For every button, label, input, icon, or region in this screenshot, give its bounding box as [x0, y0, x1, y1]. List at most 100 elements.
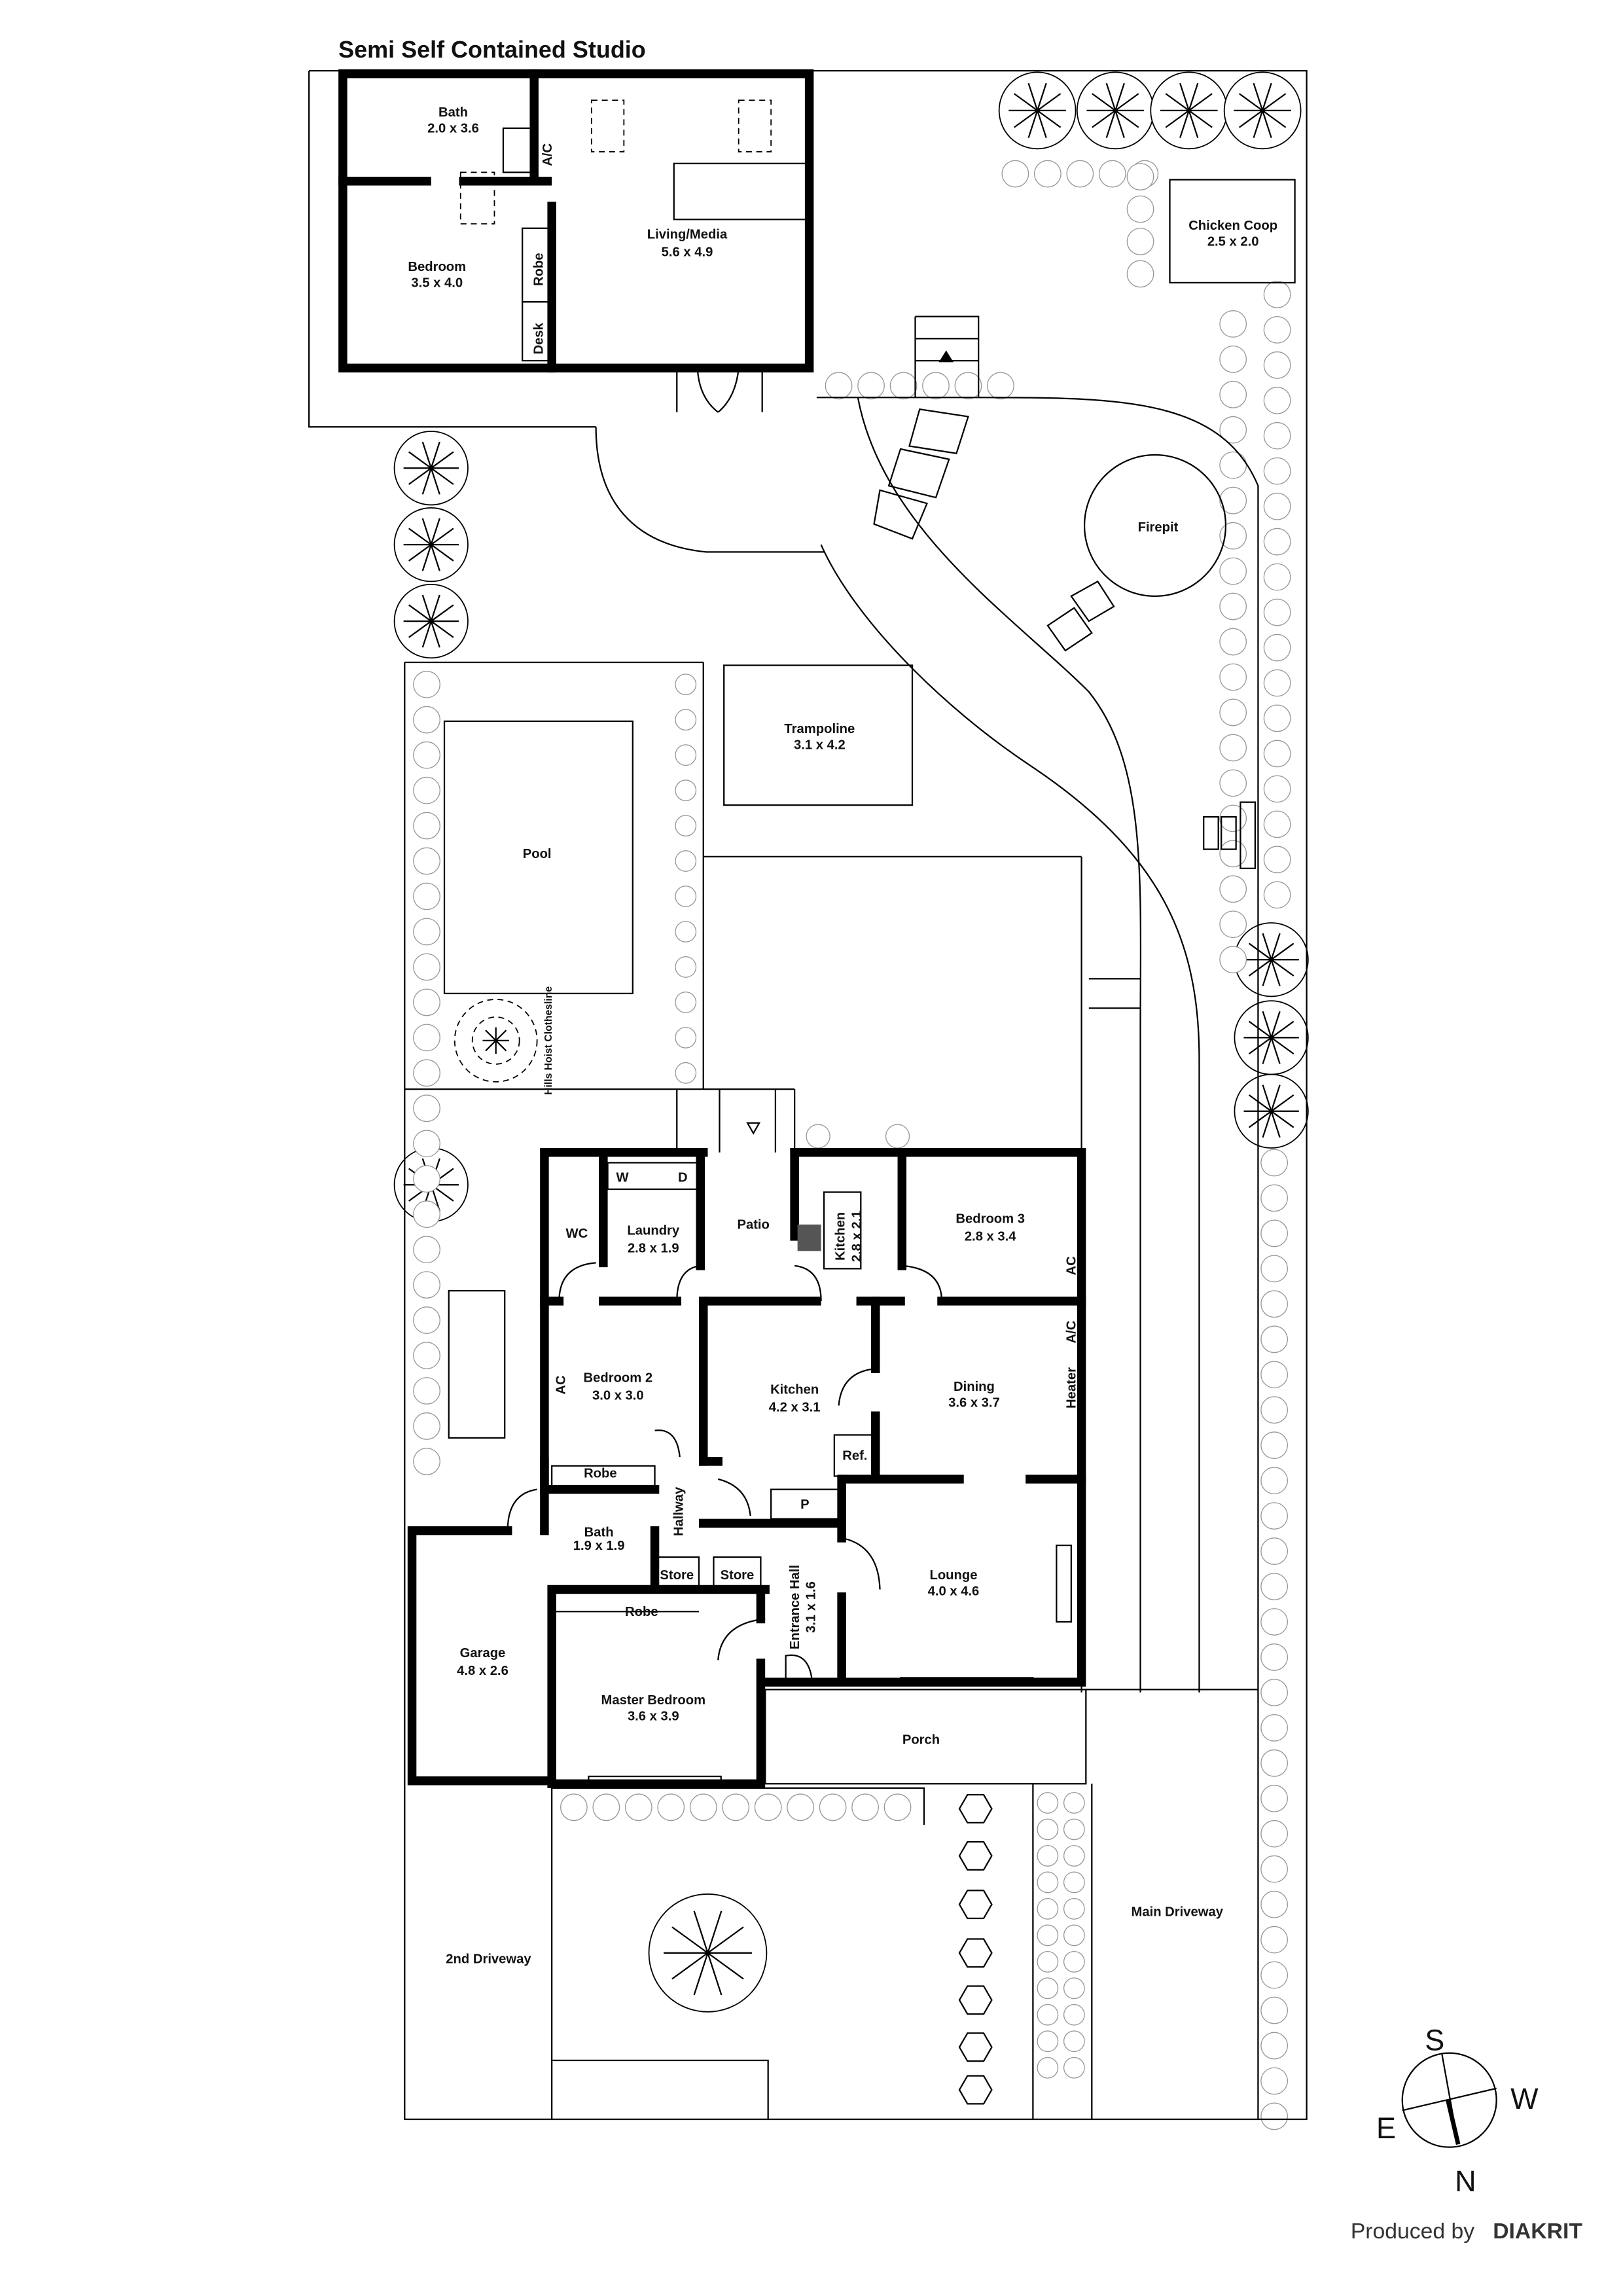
shrub-icon — [1263, 492, 1291, 520]
shrub-icon — [1219, 910, 1247, 939]
shrub-icon — [413, 812, 440, 840]
room-name: Entrance Hall — [788, 1565, 802, 1649]
ac-label: AC — [1065, 1256, 1079, 1276]
shrub-icon — [806, 1124, 830, 1149]
shrub-icon — [689, 1793, 717, 1821]
shrub-icon — [819, 1793, 847, 1821]
shrub-icon — [1219, 451, 1247, 479]
room-name: Dining — [954, 1380, 995, 1394]
shrub-icon — [1260, 1467, 1289, 1495]
shrub-icon — [1260, 1643, 1289, 1671]
shrub-icon — [1063, 2030, 1085, 2053]
shrub-icon — [1263, 775, 1291, 803]
shrub-icon — [857, 372, 885, 400]
porch-label: Porch — [902, 1733, 940, 1748]
shrub-icon — [1037, 2056, 1059, 2079]
room-name: Bath — [584, 1526, 614, 1540]
hexagon-paver — [958, 2075, 993, 2105]
clothesline — [454, 999, 538, 1083]
shrub-icon — [413, 1271, 440, 1299]
room-dims: 3.1 x 4.2 — [794, 738, 846, 753]
shrub-icon — [1263, 386, 1291, 414]
shrub-icon — [1263, 740, 1291, 768]
shrub-icon — [1037, 1845, 1059, 1867]
shrub-icon — [885, 1124, 910, 1149]
store-label: Store — [721, 1568, 755, 1583]
credit-prefix: Produced by — [1351, 2219, 1474, 2244]
shrub-icon — [1001, 160, 1029, 188]
shrub-icon — [413, 1130, 440, 1158]
pool — [443, 720, 633, 995]
shrub-icon — [1219, 769, 1247, 797]
shrub-icon — [1126, 260, 1154, 288]
room-dims: 3.5 x 4.0 — [411, 276, 463, 291]
tree-branches — [1086, 82, 1145, 138]
shrub-icon — [413, 706, 440, 734]
shrub-icon — [1098, 160, 1126, 188]
tree-icon — [393, 583, 469, 659]
shrub-icon — [1260, 1855, 1289, 1883]
shrub-icon — [1260, 1431, 1289, 1460]
shrub-icon — [1219, 663, 1247, 691]
shrub-icon — [1260, 1502, 1289, 1530]
room-name: Living/Media — [647, 227, 728, 242]
shrub-icon — [1260, 1608, 1289, 1636]
shrub-icon — [624, 1793, 652, 1821]
shrub-icon — [1063, 1977, 1085, 2000]
shrub-icon — [825, 372, 853, 400]
shrub-icon — [1260, 1890, 1289, 1918]
hexagon-paver — [958, 1985, 993, 2015]
hexagon-paver — [958, 1841, 993, 1871]
shrub-icon — [413, 882, 440, 910]
room-name: Kitchen — [770, 1382, 819, 1397]
room-dims: 2.8 x 2.1 — [849, 1211, 864, 1263]
shrub-icon — [889, 372, 918, 400]
yard-labels: Chicken Coop 2.5 x 2.0 Firepit Trampolin… — [446, 219, 1277, 1967]
shrub-icon — [1037, 2003, 1059, 2026]
patio-label: Patio — [737, 1218, 769, 1232]
compass-south: S — [1425, 2023, 1444, 2056]
room-dims: 5.6 x 4.9 — [662, 245, 713, 259]
shrub-icon — [1263, 846, 1291, 874]
shrub-icon — [1063, 1924, 1085, 1946]
shrub-icon — [1037, 1977, 1059, 2000]
shrub-icon — [1263, 598, 1291, 626]
room-dims: 4.8 x 2.6 — [457, 1664, 508, 1678]
shrub-icon — [1219, 875, 1247, 903]
studio-walls — [338, 69, 814, 413]
shrub-icon — [722, 1793, 750, 1821]
main-driveway-label: Main Driveway — [1131, 1905, 1223, 1920]
clothesline-label: Hills Hoist Clothesline — [543, 986, 554, 1095]
room-name: Kitchen — [834, 1212, 848, 1261]
room-dims: 3.0 x 3.0 — [592, 1388, 644, 1403]
room-name: Bath — [438, 105, 468, 120]
shrub-icon — [413, 1377, 440, 1405]
shrub-icon — [413, 953, 440, 981]
shrub-icon — [1260, 1219, 1289, 1247]
shrub-icon — [413, 1200, 440, 1229]
robe-label: Robe — [584, 1467, 617, 1481]
tree-branches — [403, 518, 459, 571]
shrub-icon — [754, 1793, 782, 1821]
shrub-icon — [675, 744, 697, 766]
room-name: Bedroom 2 — [584, 1371, 653, 1385]
shrub-icon — [413, 988, 440, 1016]
shrub-icon — [675, 709, 697, 731]
room-dims: 1.9 x 1.9 — [573, 1539, 625, 1553]
tree-branches — [403, 594, 459, 648]
shrub-icon — [413, 918, 440, 946]
house-walls — [407, 1089, 1087, 1789]
garden-bed — [448, 1289, 506, 1439]
shrub-icon — [883, 1793, 912, 1821]
compass-east: E — [1376, 2111, 1396, 2145]
shrub-icon — [1260, 1537, 1289, 1565]
shrub-icon — [413, 1165, 440, 1193]
room-name: Master Bedroom — [601, 1693, 706, 1708]
room-dims: 2.8 x 3.4 — [965, 1230, 1016, 1244]
tree-icon — [393, 507, 469, 583]
shrub-icon — [1063, 1792, 1085, 1814]
tree-branches — [1160, 82, 1218, 138]
room-dims: 2.8 x 1.9 — [628, 1242, 679, 1256]
shrub-icon — [592, 1793, 620, 1821]
